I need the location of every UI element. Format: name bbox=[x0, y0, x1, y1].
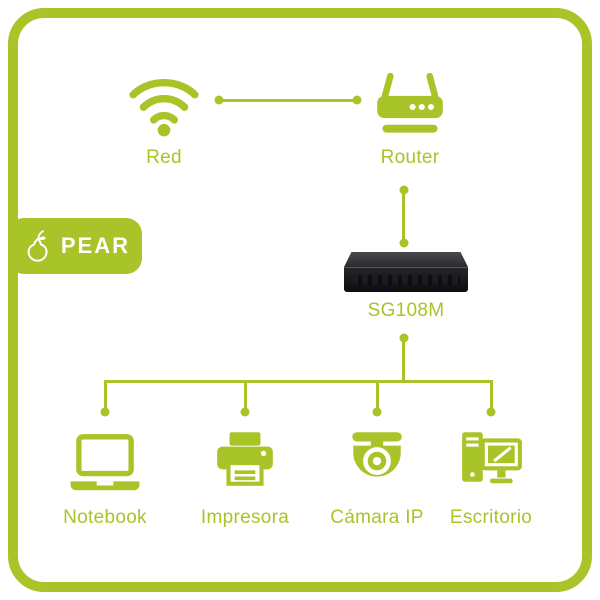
logo-text: PEAR bbox=[60, 233, 130, 258]
router-icon bbox=[377, 72, 443, 133]
junction-dot bbox=[240, 407, 250, 417]
switch-front-face bbox=[344, 267, 468, 292]
router-label: Router bbox=[380, 147, 440, 168]
wifi-icon bbox=[129, 79, 199, 137]
junction-dot bbox=[399, 238, 409, 248]
junction-dot bbox=[352, 95, 362, 105]
border-frame bbox=[8, 8, 592, 592]
link-switch-bus bbox=[402, 338, 405, 381]
device-label: Cámara IP bbox=[330, 507, 424, 528]
dome-camera-icon bbox=[352, 432, 402, 477]
junction-dot bbox=[486, 407, 496, 417]
printer-icon bbox=[217, 432, 273, 486]
pear-icon bbox=[27, 230, 48, 262]
branch-line bbox=[490, 380, 493, 413]
switch-device bbox=[344, 252, 468, 292]
junction-dot bbox=[214, 95, 224, 105]
junction-dot bbox=[372, 407, 382, 417]
network-label: Red bbox=[146, 147, 182, 168]
switch-top-face bbox=[344, 252, 468, 267]
logo-badge: PEAR bbox=[8, 218, 142, 274]
branch-line bbox=[376, 380, 379, 413]
branch-line bbox=[244, 380, 247, 413]
link-network-router bbox=[219, 99, 357, 102]
junction-dot bbox=[100, 407, 110, 417]
laptop-icon bbox=[70, 434, 140, 491]
device-label: Escritorio bbox=[449, 507, 533, 528]
desktop-icon bbox=[462, 432, 522, 484]
branch-line bbox=[104, 380, 107, 413]
junction-dot bbox=[399, 185, 409, 195]
device-label: Impresora bbox=[200, 507, 290, 528]
distribution-bus bbox=[104, 380, 493, 383]
device-label: Notebook bbox=[63, 507, 147, 528]
switch-label: SG108M bbox=[367, 300, 445, 321]
link-router-switch bbox=[402, 190, 405, 243]
